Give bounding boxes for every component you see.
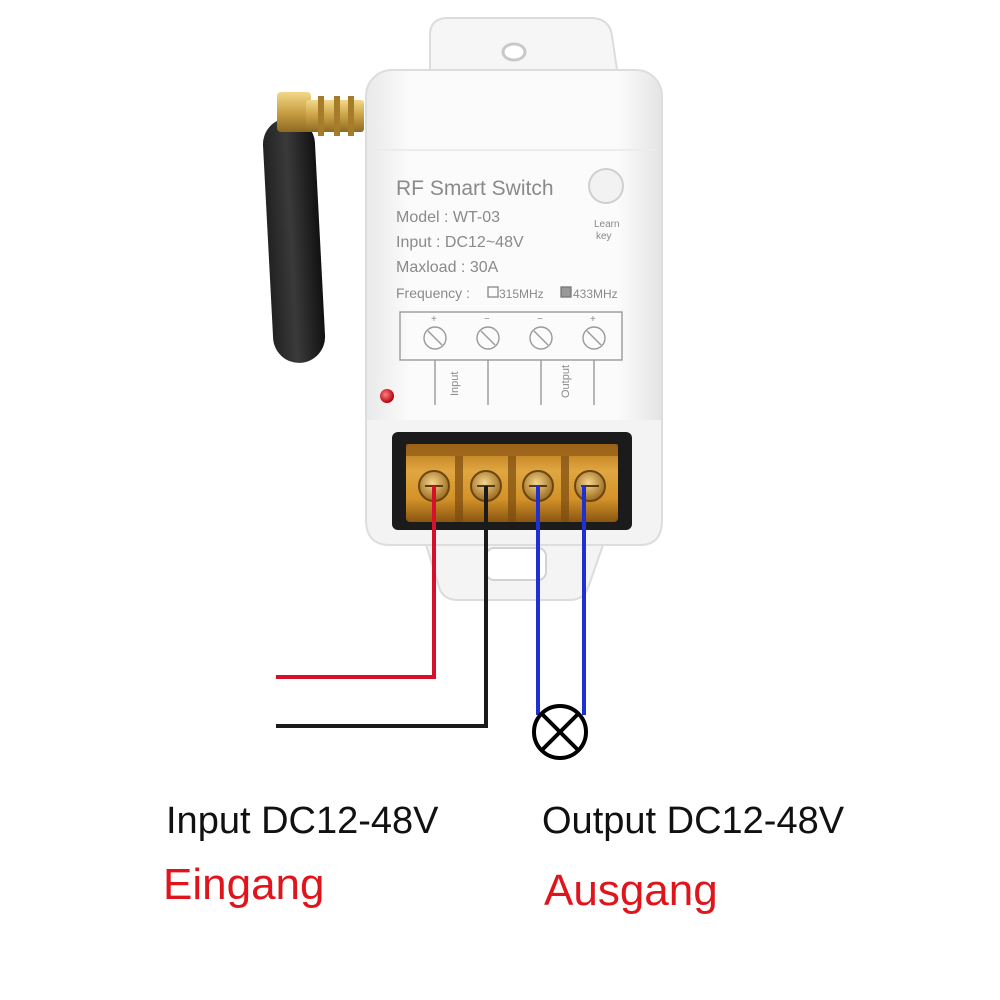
terminal-screw-4 [574, 470, 606, 502]
terminal-group-output: Output [560, 365, 572, 398]
output-caption-de: Ausgang [544, 866, 718, 915]
freq-315-checkbox [487, 286, 499, 298]
freq-option-315: 315MHz [499, 287, 544, 301]
wire-input-negative [276, 486, 488, 728]
learn-key-label: Learn [594, 219, 620, 230]
device-model: Model : WT-03 [396, 209, 500, 226]
output-caption: Output DC12-48V [542, 800, 845, 842]
status-led-icon [380, 389, 394, 403]
freq-433-checkbox [560, 286, 572, 298]
frequency-label: Frequency : [396, 285, 470, 301]
input-caption-de: Eingang [163, 860, 325, 909]
antenna-icon [262, 92, 364, 363]
terminal-mark-1: + [431, 314, 437, 325]
terminal-group-input: Input [449, 372, 461, 396]
device-title: RF Smart Switch [396, 177, 554, 200]
freq-option-433: 433MHz [573, 287, 618, 301]
input-caption: Input DC12-48V [166, 800, 439, 842]
lamp-symbol-icon [532, 704, 588, 760]
terminal-mark-2: − [484, 314, 490, 325]
terminal-block [392, 432, 632, 530]
terminal-schematic: + − − + Input Output [399, 311, 623, 405]
wire-input-positive [276, 486, 436, 679]
terminal-mark-3: − [537, 314, 543, 325]
device-maxload: Maxload : 30A [396, 259, 499, 276]
learn-key-button [588, 168, 624, 204]
learn-key-label-2: key [596, 231, 612, 242]
device-input-spec: Input : DC12~48V [396, 234, 524, 251]
terminal-mark-4: + [590, 314, 596, 325]
